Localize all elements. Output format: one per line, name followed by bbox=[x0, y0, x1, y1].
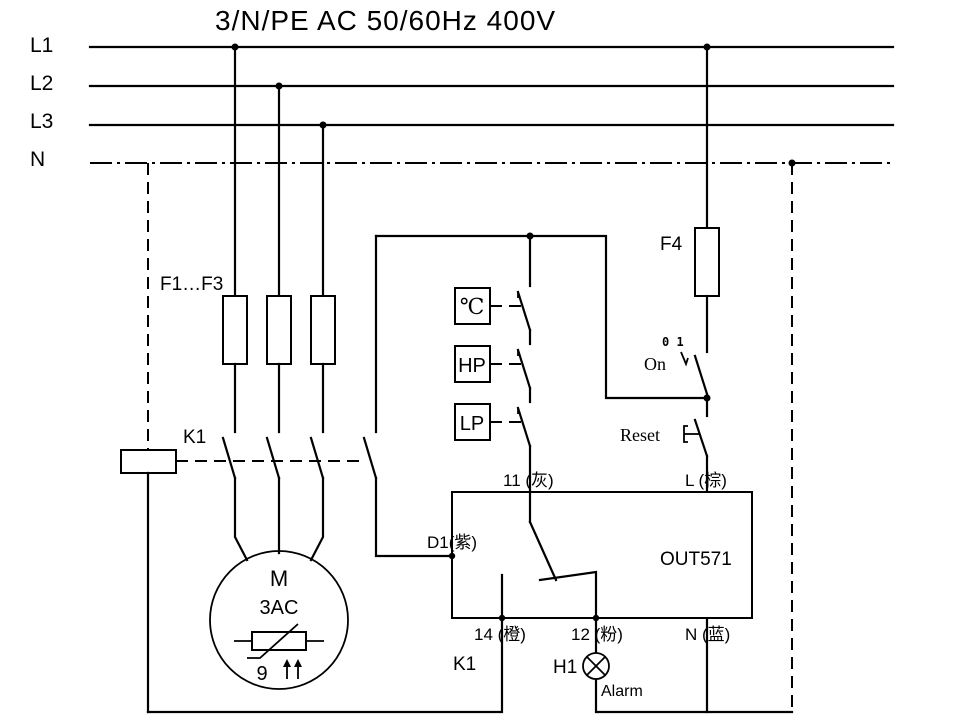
motor bbox=[209, 550, 349, 690]
contactor-label: K1 bbox=[183, 427, 206, 448]
wire-lamp-return bbox=[594, 678, 794, 714]
fuse-f4 bbox=[694, 227, 720, 297]
reset-switch-label: Reset bbox=[620, 425, 660, 445]
module-name: OUT571 bbox=[660, 549, 732, 570]
terminal-n-label: N (蓝) bbox=[685, 625, 730, 644]
thermistor-slope-icon bbox=[247, 623, 299, 659]
motor-lead-3 bbox=[309, 476, 325, 562]
lamp-caption: Alarm bbox=[601, 683, 643, 700]
main-fuses-label: F1…F3 bbox=[160, 274, 223, 295]
junction-on-reset bbox=[703, 394, 711, 402]
rail-label-l2: L2 bbox=[30, 72, 53, 95]
k1-aux-contact bbox=[362, 436, 378, 480]
on-switch-label: On bbox=[644, 354, 666, 374]
fuse-f2 bbox=[266, 295, 292, 365]
rail-label-l1: L1 bbox=[30, 34, 53, 57]
high-pressure-switch-label: HP bbox=[458, 355, 486, 377]
wire-safety-chain-top bbox=[374, 234, 709, 400]
motor-type: 3AC bbox=[260, 597, 299, 619]
motor-lead-1 bbox=[233, 476, 249, 562]
temperature-switch-label: ℃ bbox=[460, 294, 485, 319]
on-switch-contact bbox=[693, 354, 709, 396]
alarm-lamp-icon bbox=[582, 652, 610, 680]
relay-nc-wire bbox=[538, 570, 598, 620]
terminal-11-label: 11 (灰) bbox=[503, 471, 554, 490]
fuse-f1 bbox=[222, 295, 248, 365]
lamp-label: H1 bbox=[553, 657, 577, 678]
k1-contact-3 bbox=[309, 436, 325, 480]
k1-contact-2 bbox=[265, 436, 281, 480]
terminal-d1-dot bbox=[448, 552, 456, 560]
wire-aux-to-d1 bbox=[374, 476, 454, 558]
control-fuse-label: F4 bbox=[660, 234, 683, 255]
relay-contact bbox=[528, 520, 558, 582]
terminal-l-label: L (棕) bbox=[685, 471, 727, 490]
motor-letter: M bbox=[270, 566, 288, 591]
temperature-switch bbox=[454, 287, 491, 325]
on-switch-actuator bbox=[680, 351, 689, 367]
contactor-coil bbox=[120, 449, 177, 474]
coil-label: K1 bbox=[453, 654, 476, 675]
k1-contact-1 bbox=[221, 436, 237, 480]
temp-contact bbox=[516, 290, 532, 332]
fuse-f3 bbox=[310, 295, 336, 365]
rail-label-l3: L3 bbox=[30, 110, 53, 133]
sensor-number: 9 bbox=[256, 663, 267, 685]
rail-label-n: N bbox=[30, 148, 45, 171]
terminal-14-label: 14 (橙) bbox=[474, 625, 526, 644]
on-switch-contacts: 0 1 bbox=[662, 335, 684, 349]
low-pressure-switch-label: LP bbox=[460, 413, 484, 435]
hp-contact bbox=[516, 348, 532, 390]
heat-arrows-icon bbox=[283, 659, 302, 679]
diagram-title: 3/N/PE AC 50/60Hz 400V bbox=[215, 5, 556, 36]
terminal-d1-label: D1(紫) bbox=[427, 533, 477, 552]
high-pressure-switch bbox=[454, 345, 491, 383]
wire-bottom-return bbox=[146, 616, 504, 714]
lp-contact bbox=[516, 406, 532, 448]
reset-switch-contact bbox=[693, 418, 709, 458]
